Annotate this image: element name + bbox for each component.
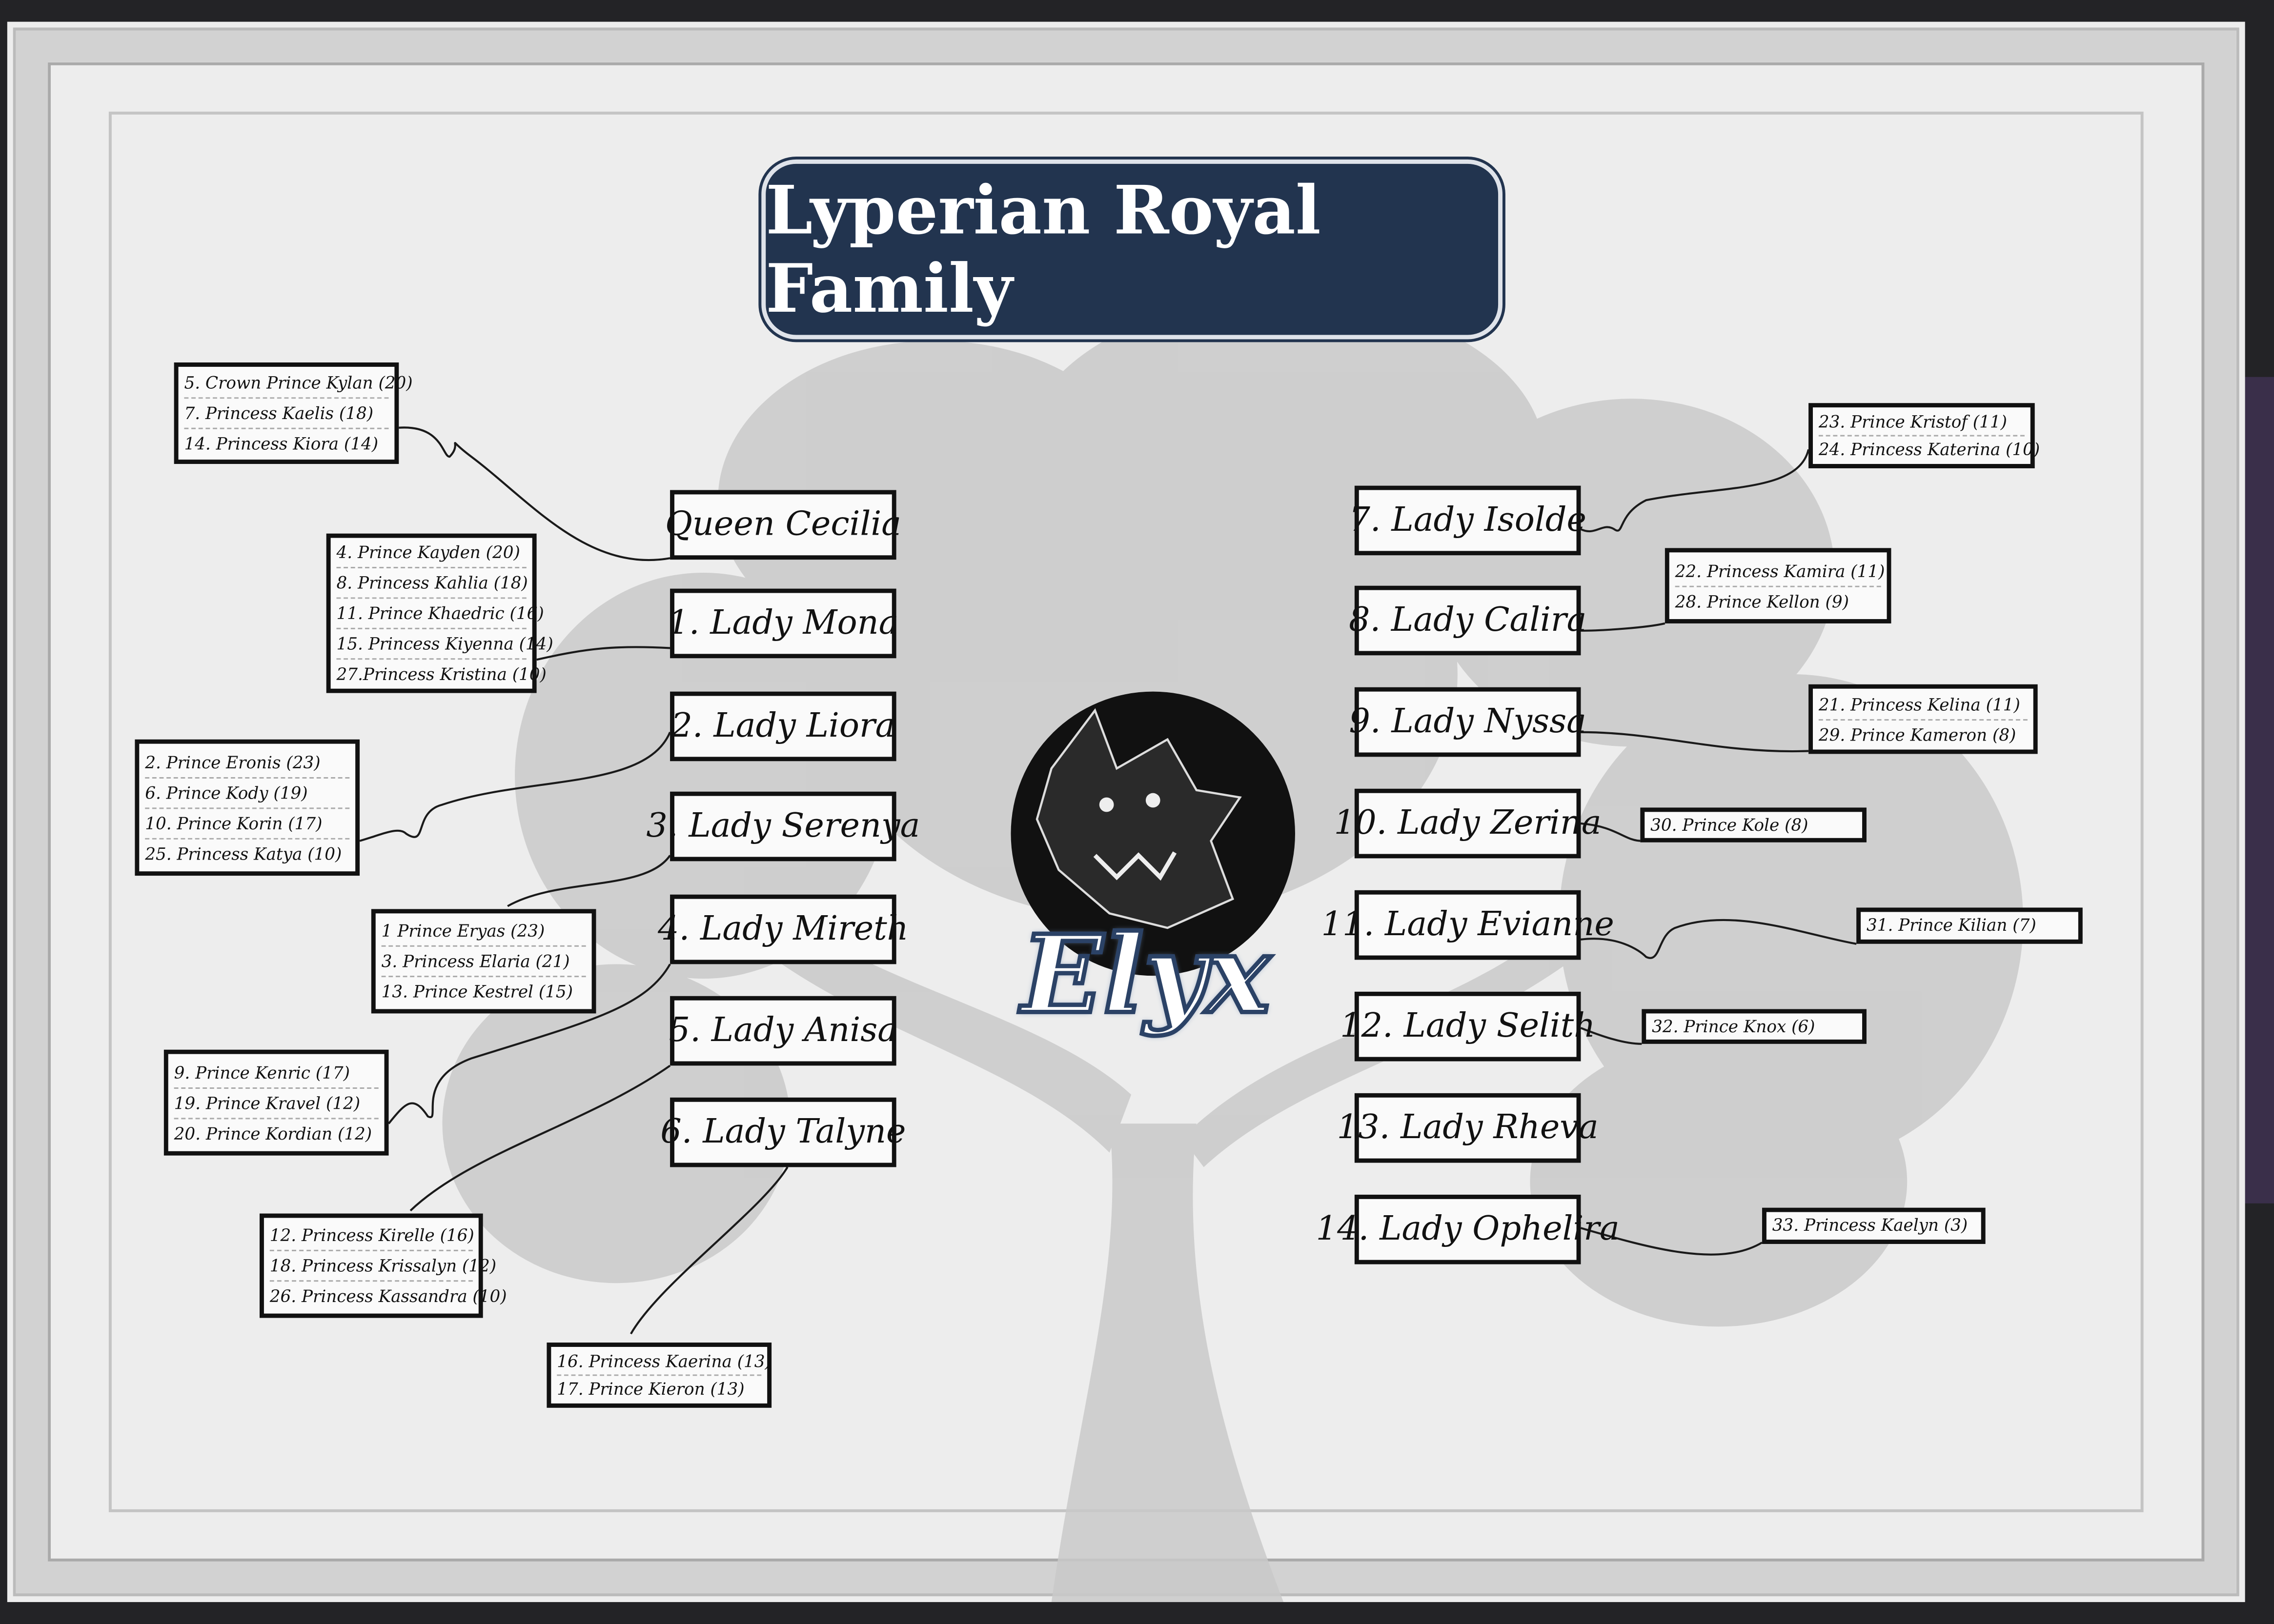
child-entry: 16. Princess Kaerina (13): [557, 1347, 772, 1376]
child-entry: 18. Princess Krissalyn (12): [269, 1251, 496, 1282]
children-box: 5. Crown Prince Kylan (20)7. Princess Ka…: [174, 362, 413, 464]
mother-name: 4. Lady Mireth: [658, 910, 909, 948]
children-box: 31. Prince Kilian (7): [1856, 907, 2083, 944]
mother-box: 7. Lady Isolde: [1349, 485, 1586, 556]
wolf-emblem-icon: [1011, 691, 1295, 976]
children-box: 21. Princess Kelina (11) 29. Prince Kamer…: [1808, 684, 2038, 754]
child-entry: 22. Princess Kamira (11): [1675, 556, 1885, 587]
mother-name: 6. Lady Talyne: [660, 1113, 906, 1151]
child-entry: 12. Princess Kirelle (16): [269, 1221, 474, 1251]
title-banner: Lyperian Royal Family: [761, 159, 1502, 340]
mother-box: 10. Lady Zerina: [1334, 788, 1602, 859]
child-entry: 32. Prince Knox (6): [1652, 1016, 1815, 1037]
child-entry: 6. Prince Kody (19): [145, 778, 350, 808]
mother-box: 5. Lady Anisa: [669, 996, 898, 1066]
child-entry: 19. Prince Kravel (12): [174, 1088, 379, 1119]
children-box: 23. Prince Kristof (11)24. Princess Kate…: [1808, 403, 2040, 468]
emblem-text: Elyx: [1019, 911, 1272, 1041]
child-entry: 29. Prince Kameron (8): [1818, 724, 2016, 745]
child-entry: 25. Princess Katya (10): [145, 843, 342, 863]
child-entry: 27.Princess Kristina (10): [336, 664, 547, 684]
mother-box: 6. Lady Talyne: [660, 1097, 906, 1167]
child-entry: 8. Princess Kahlia (18): [336, 568, 528, 599]
mother-name: Queen Cecilia: [665, 506, 901, 544]
mother-box: 4. Lady Mireth: [658, 894, 909, 964]
child-entry: 4. Prince Kayden (20): [336, 538, 527, 569]
child-entry: 17. Prince Kieron (13): [557, 1379, 745, 1399]
mother-name: 2. Lady Liora: [671, 707, 895, 745]
child-entry: 33. Princess Kaelyn (3): [1772, 1215, 1968, 1236]
child-entry: 26. Princess Kassandra (10): [269, 1286, 507, 1306]
children-box: 16. Princess Kaerina (13) 17. Prince Kier…: [547, 1343, 772, 1408]
mother-name: 7. Lady Isolde: [1349, 501, 1586, 540]
child-entry: 23. Prince Kristof (11): [1818, 408, 2025, 437]
child-entry: 14. Princess Kiora (14): [184, 433, 379, 454]
child-entry: 31. Prince Kilian (7): [1866, 915, 2036, 935]
mother-box: 9. Lady Nyssa: [1349, 687, 1586, 757]
mother-name: 1. Lady Mona: [668, 604, 899, 642]
child-entry: 30. Prince Kole (8): [1650, 815, 1808, 835]
mother-name: 3. Lady Serenya: [646, 807, 920, 845]
mother-name: 11. Lady Evianne: [1321, 906, 1614, 944]
child-entry: 2. Prince Eronis (23): [145, 747, 350, 778]
children-box: 1 Prince Eryas (23)3. Princess Elaria (2…: [371, 909, 596, 1014]
mother-name: 14. Lady Ophelira: [1316, 1210, 1620, 1248]
child-entry: 20. Prince Kordian (12): [174, 1123, 372, 1143]
child-entry: 13. Prince Kestrel (15): [381, 982, 573, 1002]
mother-name: 10. Lady Zerina: [1334, 804, 1602, 842]
child-entry: 10. Prince Korin (17): [145, 808, 350, 839]
children-box: 22. Princess Kamira (11) 28. Prince Kello…: [1665, 548, 1891, 623]
mother-box: 11. Lady Evianne: [1321, 890, 1614, 960]
mother-box: 12. Lady Selith: [1340, 991, 1595, 1062]
child-entry: 11. Prince Khaedric (16): [336, 599, 544, 629]
mother-box: 14. Lady Ophelira: [1316, 1194, 1620, 1264]
child-entry: 24. Princess Katerina (10): [1818, 439, 2040, 460]
connector-lines: [359, 426, 1857, 1335]
children-box: 30. Prince Kole (8): [1640, 807, 1867, 842]
mother-box: 1. Lady Mona: [668, 588, 899, 659]
children-box: 2. Prince Eronis (23)6. Prince Kody (19)…: [135, 739, 360, 876]
children-box: 9. Prince Kenric (17)19. Prince Kravel (…: [163, 1049, 389, 1156]
ornamental-border: [16, 30, 2236, 1594]
child-entry: 7. Princess Kaelis (18): [184, 399, 389, 429]
background-window-edge: [2242, 377, 2274, 1203]
child-entry: 9. Prince Kenric (17): [174, 1058, 379, 1088]
children-box: 4. Prince Kayden (20)8. Princess Kahlia …: [326, 533, 553, 693]
children-box: 32. Prince Knox (6): [1642, 1009, 1867, 1044]
children-box: 33. Princess Kaelyn (3): [1762, 1207, 1986, 1244]
mother-box: 2. Lady Liora: [670, 691, 896, 762]
mother-name: 13. Lady Rheva: [1337, 1109, 1599, 1147]
child-entry: 1 Prince Eryas (23): [381, 916, 586, 947]
child-entry: 5. Crown Prince Kylan (20): [184, 368, 413, 399]
mother-name: 9. Lady Nyssa: [1349, 703, 1586, 741]
mother-name: 12. Lady Selith: [1340, 1007, 1596, 1045]
child-entry: 3. Princess Elaria (21): [381, 947, 586, 978]
child-entry: 28. Prince Kellon (9): [1675, 591, 1849, 611]
family-tree-poster: Lyperian Royal Family Elyx Queen Cecilia…: [7, 21, 2245, 1603]
child-entry: 21. Princess Kelina (11): [1818, 689, 2028, 720]
mother-box: 13. Lady Rheva: [1337, 1093, 1599, 1163]
mother-box: 8. Lady Calira: [1349, 585, 1586, 656]
mother-box: Queen Cecilia: [665, 490, 901, 560]
mother-name: 8. Lady Calira: [1348, 601, 1587, 640]
children-box: 12. Princess Kirelle (16)18. Princess Kr…: [259, 1213, 507, 1318]
page-title: Lyperian Royal Family: [766, 171, 1321, 328]
child-entry: 15. Princess Kiyenna (14): [336, 629, 553, 660]
mother-box: 3. Lady Serenya: [646, 791, 920, 862]
mother-name: 5. Lady Anisa: [669, 1012, 898, 1050]
